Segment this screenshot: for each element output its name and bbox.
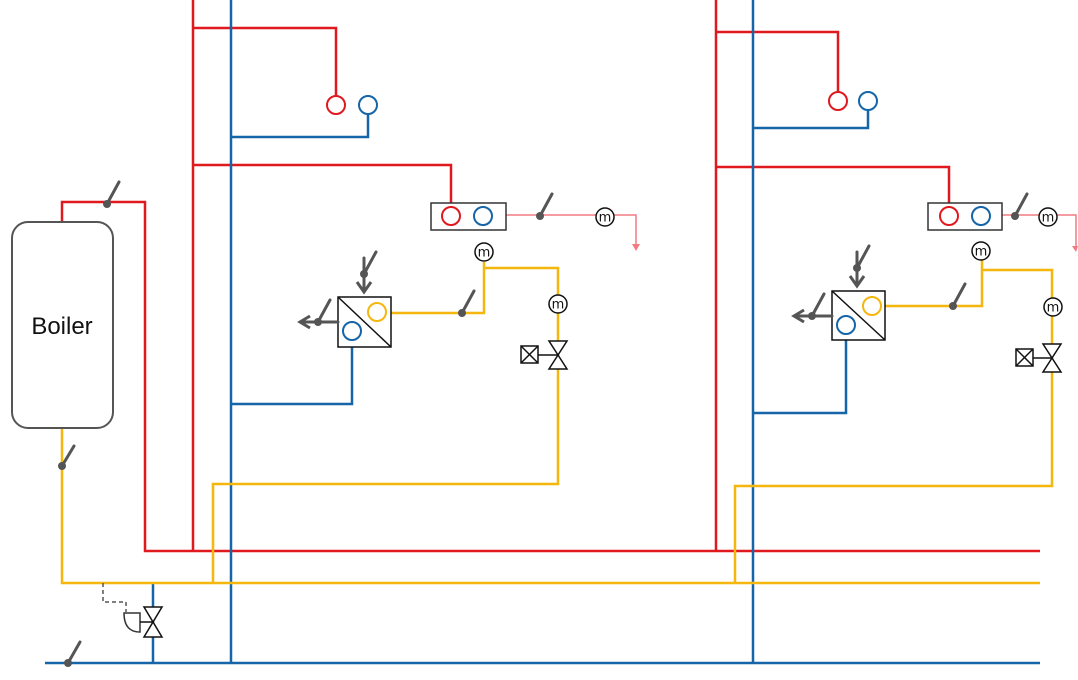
meter-left-box: m xyxy=(474,242,494,262)
cold-pipes xyxy=(45,0,1040,665)
svg-text:m: m xyxy=(1042,211,1055,226)
pale-branch-lines xyxy=(506,214,1078,252)
valve-right-circulation xyxy=(1015,343,1063,373)
boiler-label: Boiler xyxy=(31,313,92,340)
sensor-left-exchanger-inlet xyxy=(360,250,378,278)
meter-left-circulation: m xyxy=(548,294,568,314)
valve-mixing-main xyxy=(102,583,164,638)
distribution-box-right xyxy=(927,202,1003,231)
svg-text:m: m xyxy=(1047,301,1060,316)
sensor-right-branch xyxy=(1011,192,1029,220)
boiler: Boiler xyxy=(11,221,114,429)
meter-right-branch: m xyxy=(1038,207,1058,227)
svg-text:m: m xyxy=(975,245,988,260)
svg-text:m: m xyxy=(478,246,491,261)
meter-left-branch: m xyxy=(595,207,615,227)
supply-pipes xyxy=(60,0,1040,553)
sensor-cold-main xyxy=(64,640,82,667)
sensor-boiler-top xyxy=(103,180,121,208)
valve-left-circulation xyxy=(520,340,569,370)
sensor-right-circulation xyxy=(949,282,967,310)
circulation-pipes xyxy=(60,260,1054,585)
sensor-left-branch xyxy=(536,192,554,220)
heat-exchanger-left xyxy=(337,296,392,348)
heat-exchanger-right xyxy=(831,290,886,341)
consumer-circles-right xyxy=(828,91,878,111)
meter-right-box: m xyxy=(971,241,991,261)
sensor-boiler-bottom xyxy=(58,444,76,470)
sensor-left-circulation xyxy=(458,289,476,317)
sensor-right-exchanger-outlet xyxy=(808,292,826,320)
sensor-left-exchanger-outlet xyxy=(314,298,332,326)
svg-text:m: m xyxy=(552,298,565,313)
sensor-right-exchanger-inlet xyxy=(853,244,871,272)
consumer-circles-left xyxy=(326,95,378,115)
meter-right-circulation: m xyxy=(1043,297,1063,317)
distribution-box-left xyxy=(430,202,507,231)
svg-text:m: m xyxy=(599,211,612,226)
